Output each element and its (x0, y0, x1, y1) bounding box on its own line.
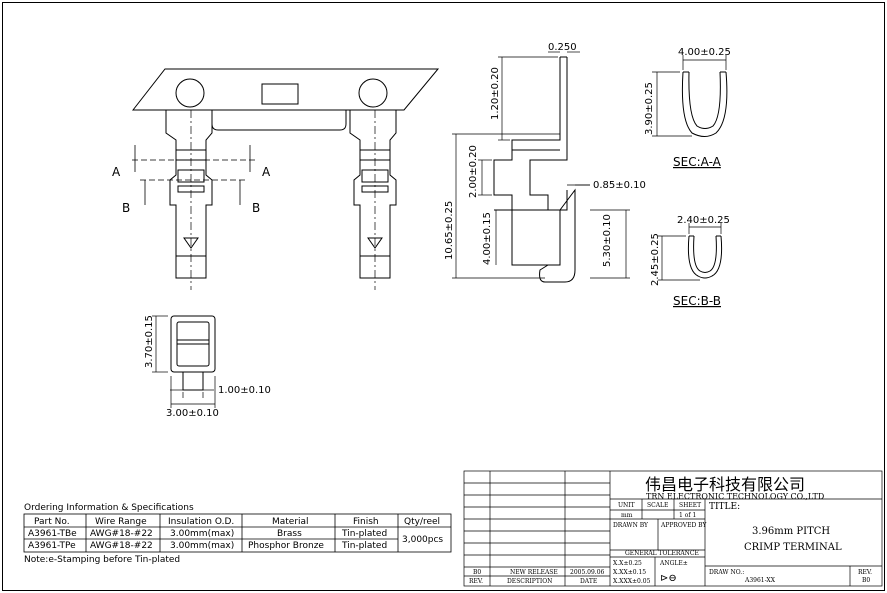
sheet-label: SHEET (679, 502, 701, 509)
title-line2: CRIMP TERMINAL (744, 542, 842, 553)
section-marks (132, 145, 255, 205)
dim-height-a: 3.90±0.25 (644, 82, 655, 135)
carrier-strip (131, 68, 440, 111)
side-view (452, 51, 630, 283)
row1-insul: 3.00mm(max) (170, 529, 234, 539)
rev-value: B0 (862, 577, 870, 584)
dim-front-width: 3.00±0.10 (166, 408, 219, 419)
row1-wire: AWG#18-#22 (90, 529, 153, 539)
qty-value: 3,000pcs (402, 535, 443, 545)
unit-value: mm (621, 512, 633, 519)
ordering-title: Ordering Information & Specifications (24, 503, 194, 513)
rev-label-2: REV. (858, 569, 872, 576)
rev-desc: NEW RELEASE (510, 569, 558, 576)
pilot-hole-right (358, 78, 388, 108)
ordering-note: Note:e-Stamping before Tin-plated (24, 555, 180, 565)
section-a-a (652, 55, 728, 137)
ordering-table (23, 513, 452, 553)
draw-no-value: A3961-XX (744, 577, 776, 584)
label-a-right: A (262, 165, 271, 179)
dim-insul-height: 2.00±0.20 (468, 145, 479, 198)
dim-top-height: 1.20±0.20 (490, 67, 501, 120)
section-b-b (658, 223, 723, 281)
approved-by-label: APPROVED BY (660, 522, 707, 529)
side-dimensions (452, 51, 630, 279)
draw-no-label: DRAW NO.: (709, 569, 744, 576)
dim-width-a: 4.00±0.25 (678, 47, 731, 58)
tolerance-1: X.X±0.25 (613, 560, 642, 567)
dim-body-length: 4.00±0.15 (482, 212, 493, 265)
dim-total-length: 10.65±0.25 (444, 201, 455, 260)
header-wire-range: Wire Range (95, 517, 147, 527)
header-finish: Finish (353, 517, 379, 527)
tolerance-2: X.XX±0.15 (613, 569, 646, 576)
title-label: TITLE: (709, 502, 740, 512)
dim-height-b: 2.45±0.25 (650, 233, 661, 286)
header-insulation: Insulation O.D. (168, 517, 234, 527)
pilot-hole-left (175, 78, 205, 108)
projection-symbol: ⊳⊖ (660, 573, 677, 584)
section-a-title: SEC:A-A (673, 155, 722, 169)
desc-header: DESCRIPTION (507, 578, 552, 585)
rev-code: B0 (473, 569, 481, 576)
header-part-no: Part No. (34, 517, 70, 527)
dim-insul-offset: 0.85±0.10 (593, 180, 646, 191)
dim-tab-thickness: 0.250 (548, 42, 577, 53)
row1-part: A3961-TBe (28, 529, 77, 539)
dim-front-tab-width: 1.00±0.10 (218, 385, 271, 396)
company-cn: 伟昌电子科技有限公司 (645, 475, 805, 494)
unit-label: UNIT (618, 502, 635, 509)
dim-width-b: 2.40±0.25 (677, 215, 730, 226)
dim-contact-length: 5.30±0.10 (602, 214, 613, 267)
label-a-left: A (112, 165, 121, 179)
row2-insul: 3.00mm(max) (170, 541, 234, 551)
row2-wire: AWG#18-#22 (90, 541, 153, 551)
title-line1: 3.96mm PITCH (752, 526, 830, 537)
terminal-right (349, 110, 397, 290)
title-block-lines (463, 470, 883, 587)
row1-finish: Tin-plated (341, 529, 387, 539)
strip-slot (261, 83, 299, 105)
row2-material: Phosphor Bronze (248, 541, 324, 551)
general-tolerance: GENERAL TOLERANCE (625, 550, 699, 557)
date-header: DATE (580, 578, 597, 585)
tolerance-3: X.XXX±0.05 (613, 578, 651, 585)
rev-date: 2005.09.06 (570, 569, 605, 576)
sheet-value: 1 of 1 (679, 512, 696, 519)
angle-label: ANGLE± (659, 560, 688, 567)
company-en: TRN ELECTRONIC TECHNOLOGY CO.,LTD (646, 492, 824, 501)
header-material: Material (272, 517, 309, 527)
front-view (152, 315, 216, 408)
section-b-title: SEC:B-B (673, 294, 721, 308)
rev-header: REV. (469, 578, 483, 585)
row1-material: Brass (277, 529, 302, 539)
row2-finish: Tin-plated (341, 541, 387, 551)
row2-part: A3961-TPe (28, 541, 76, 551)
label-b-left: B (122, 201, 130, 215)
label-b-right: B (252, 201, 260, 215)
header-qty: Qty/reel (404, 517, 440, 527)
dim-front-height: 3.70±0.15 (144, 315, 155, 368)
scale-label: SCALE (647, 502, 668, 509)
top-view (131, 68, 440, 290)
drawn-by-label: DRAWN BY (613, 522, 649, 529)
